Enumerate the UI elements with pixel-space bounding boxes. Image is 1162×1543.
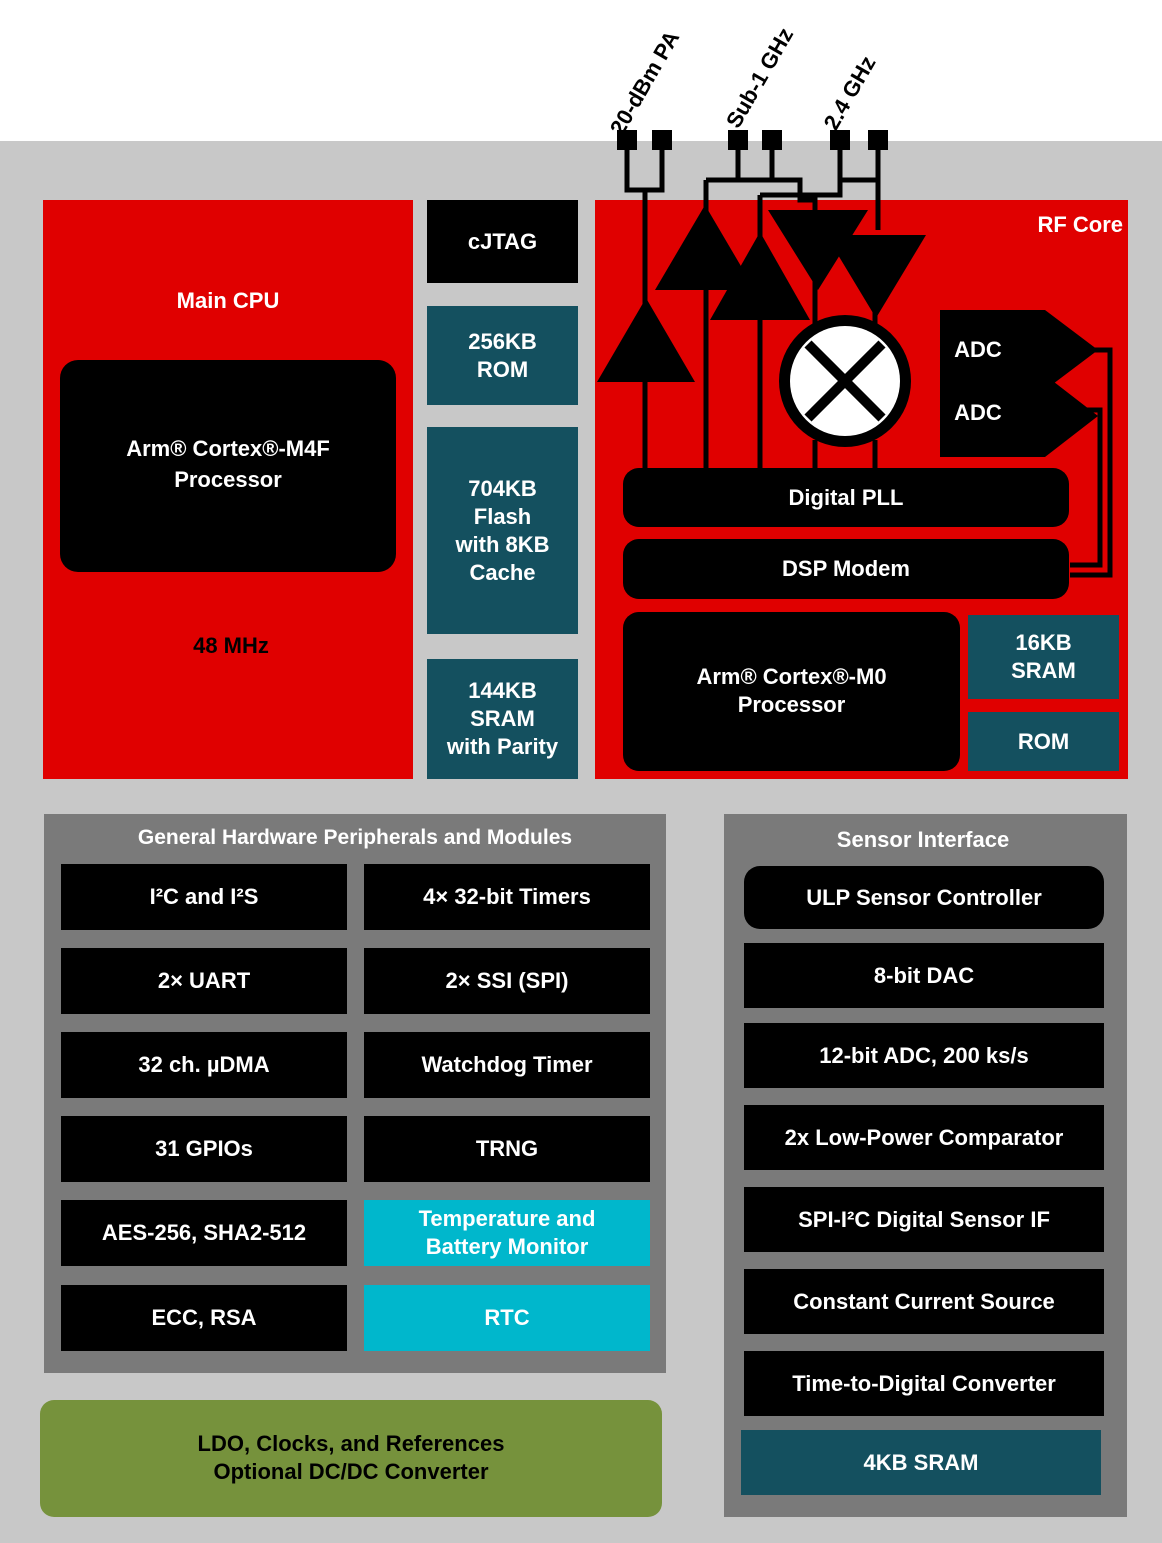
flash-704kb-block: 704KB Flash with 8KB Cache	[427, 427, 578, 634]
sub1-lna-amplifier	[655, 205, 755, 290]
sensor-item: SPI-I²C Digital Sensor IF	[744, 1187, 1104, 1252]
m0-line1: Arm® Cortex®-M0	[696, 664, 887, 689]
sensor-interface-title: Sensor Interface	[836, 827, 1010, 852]
sensor-item: ULP Sensor Controller	[744, 866, 1104, 929]
adc1-shape	[940, 310, 1098, 390]
cortex-m0-processor: Arm® Cortex®-M0 Processor	[623, 612, 960, 771]
power-line1: LDO, Clocks, and References	[197, 1431, 505, 1456]
peripheral-item: 31 GPIOs	[61, 1116, 347, 1182]
antenna-pads	[617, 130, 888, 150]
rf-rom-block: ROM	[968, 712, 1119, 771]
24ghz-pa-amplifier	[826, 235, 926, 318]
main-cpu-title: Main CPU	[176, 288, 280, 313]
peripheral-item: 32 ch. µDMA	[61, 1032, 347, 1098]
cortex-m4f-processor: Arm® Cortex®-M4F Processor	[60, 360, 396, 572]
sub1-pa-amplifier	[710, 232, 810, 320]
24ghz-lna-amplifier	[768, 210, 868, 290]
peripherals-title: General Hardware Peripherals and Modules	[137, 826, 573, 849]
m4f-line1: Arm® Cortex®-M4F	[126, 436, 330, 461]
adc2-shape	[940, 375, 1098, 457]
adc-label-1: ADC	[954, 337, 1002, 362]
power-block: LDO, Clocks, and References Optional DC/…	[40, 1400, 662, 1517]
peripheral-item: RTC	[364, 1285, 650, 1351]
peripheral-item: ECC, RSA	[61, 1285, 347, 1351]
sensor-item: 12-bit ADC, 200 ks/s	[744, 1023, 1104, 1088]
rf-core-title: RF Core	[1037, 212, 1123, 237]
sensor-item: 8-bit DAC	[744, 943, 1104, 1008]
peripheral-item: Watchdog Timer	[364, 1032, 650, 1098]
sensor-item: Constant Current Source	[744, 1269, 1104, 1334]
rom-256kb-block: 256KB ROM	[427, 306, 578, 405]
peripheral-item: TRNG	[364, 1116, 650, 1182]
rf-circuit-diagram	[597, 130, 1113, 578]
peripheral-item: 2× SSI (SPI)	[364, 948, 650, 1014]
peripheral-item: AES-256, SHA2-512	[61, 1200, 347, 1266]
main-cpu-block: Main CPU Arm® Cortex®-M4F Processor 48 M…	[43, 200, 413, 779]
m4f-line2: Processor	[174, 467, 282, 492]
sensor-item: Time-to-Digital Converter	[744, 1351, 1104, 1416]
main-cpu-frequency: 48 MHz	[193, 633, 269, 658]
rf-sram-16kb-block: 16KB SRAM	[968, 615, 1119, 699]
rf-amplifiers	[597, 205, 926, 382]
peripheral-item: I²C and I²S	[61, 864, 347, 930]
sram-144kb-block: 144KB SRAM with Parity	[427, 659, 578, 779]
m0-line2: Processor	[737, 692, 846, 717]
peripheral-item: 2× UART	[61, 948, 347, 1014]
dsp-modem-block: DSP Modem	[623, 539, 1069, 599]
peripheral-item: Temperature and Battery Monitor	[364, 1200, 650, 1266]
sensor-item: 2x Low-Power Comparator	[744, 1105, 1104, 1170]
cjtag-block: cJTAG	[427, 200, 578, 283]
power-line2: Optional DC/DC Converter	[213, 1459, 489, 1484]
adc-label-2: ADC	[954, 400, 1002, 425]
sensor-sram-4kb-block: 4KB SRAM	[741, 1430, 1101, 1495]
pa-amplifier	[597, 298, 695, 382]
rf-mixer-icon	[779, 315, 911, 447]
peripheral-item: 4× 32-bit Timers	[364, 864, 650, 930]
digital-pll-block: Digital PLL	[623, 468, 1069, 527]
